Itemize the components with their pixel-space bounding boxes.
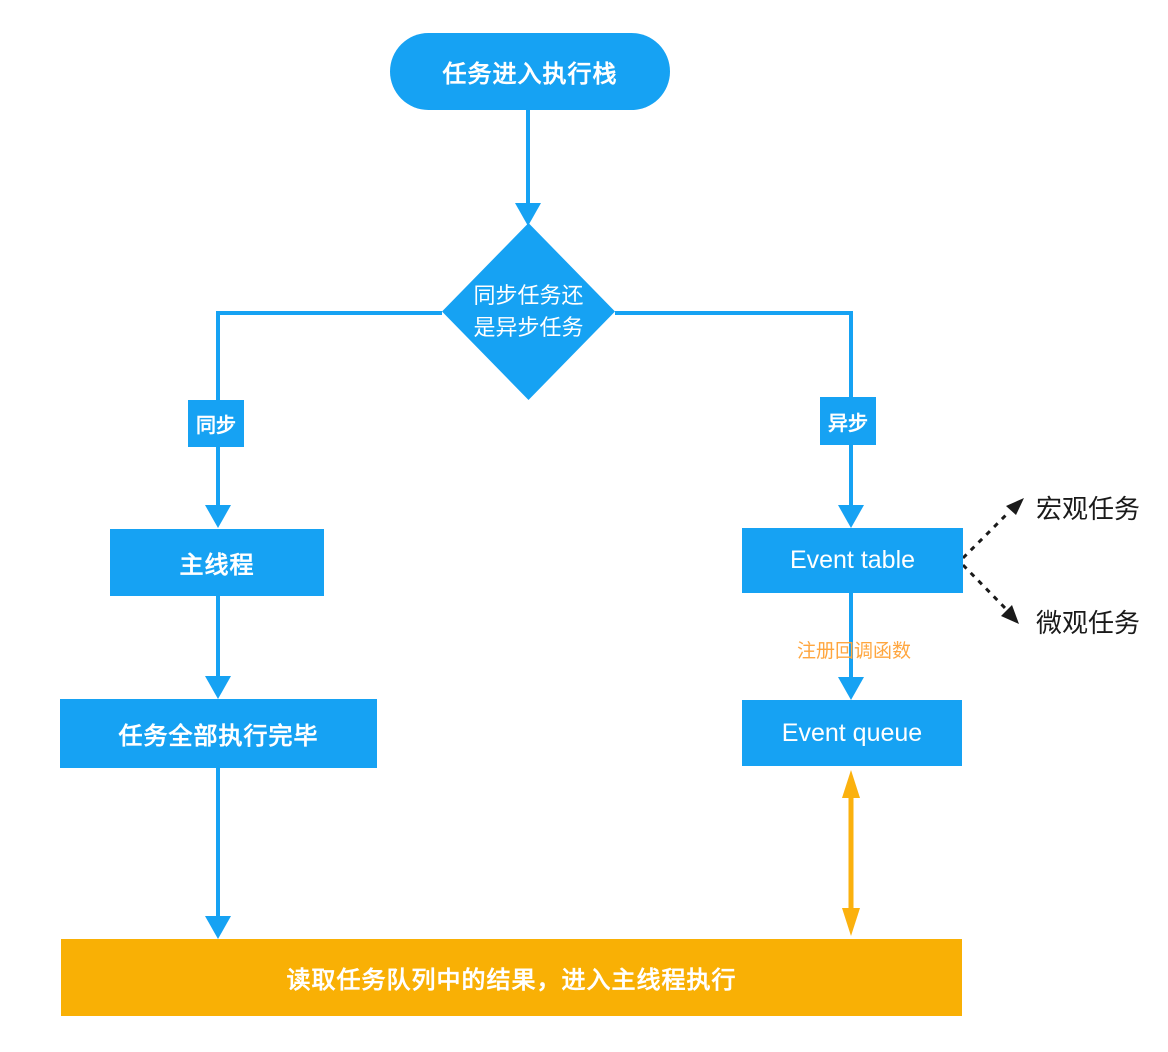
event-table-node: Event table: [742, 528, 963, 593]
start-node: 任务进入执行栈: [390, 33, 670, 110]
macro-task-label: 宏观任务: [1036, 494, 1141, 524]
arrow-start-to-decision: [515, 110, 541, 226]
register-callback-label: 注册回调函数: [796, 641, 911, 662]
start-node-label: 任务进入执行栈: [442, 61, 618, 88]
arrow-main-thread-to-all-done: [205, 596, 231, 699]
dashed-arrow-to-micro-task: [961, 563, 1019, 624]
async-branch-label: 异步: [828, 412, 868, 435]
event-table-label: Event table: [789, 546, 916, 574]
double-arrow-event-queue-bottom-bar: [842, 770, 860, 936]
arrow-all-done-to-bottom-bar: [205, 768, 231, 939]
decision-node-label: 同步任务还 是异步任务: [473, 282, 584, 340]
micro-task-label: 微观任务: [1036, 608, 1141, 638]
sync-branch-label: 同步: [196, 415, 236, 437]
bottom-bar-label: 读取任务队列中的结果，进入主线程执行: [286, 967, 737, 994]
event-queue-node: Event queue: [742, 700, 962, 766]
event-queue-label: Event queue: [781, 718, 923, 747]
main-thread-label: 主线程: [179, 552, 255, 579]
sync-branch-badge: 同步: [188, 400, 244, 447]
bottom-bar-node: 读取任务队列中的结果，进入主线程执行: [61, 939, 962, 1016]
all-done-node: 任务全部执行完毕: [60, 699, 377, 768]
dashed-arrow-to-macro-task: [961, 498, 1024, 560]
async-branch-badge: 异步: [820, 397, 876, 445]
main-thread-node: 主线程: [110, 529, 324, 596]
all-done-label: 任务全部执行完毕: [118, 723, 319, 750]
arrow-event-table-to-event-queue: [838, 593, 864, 700]
